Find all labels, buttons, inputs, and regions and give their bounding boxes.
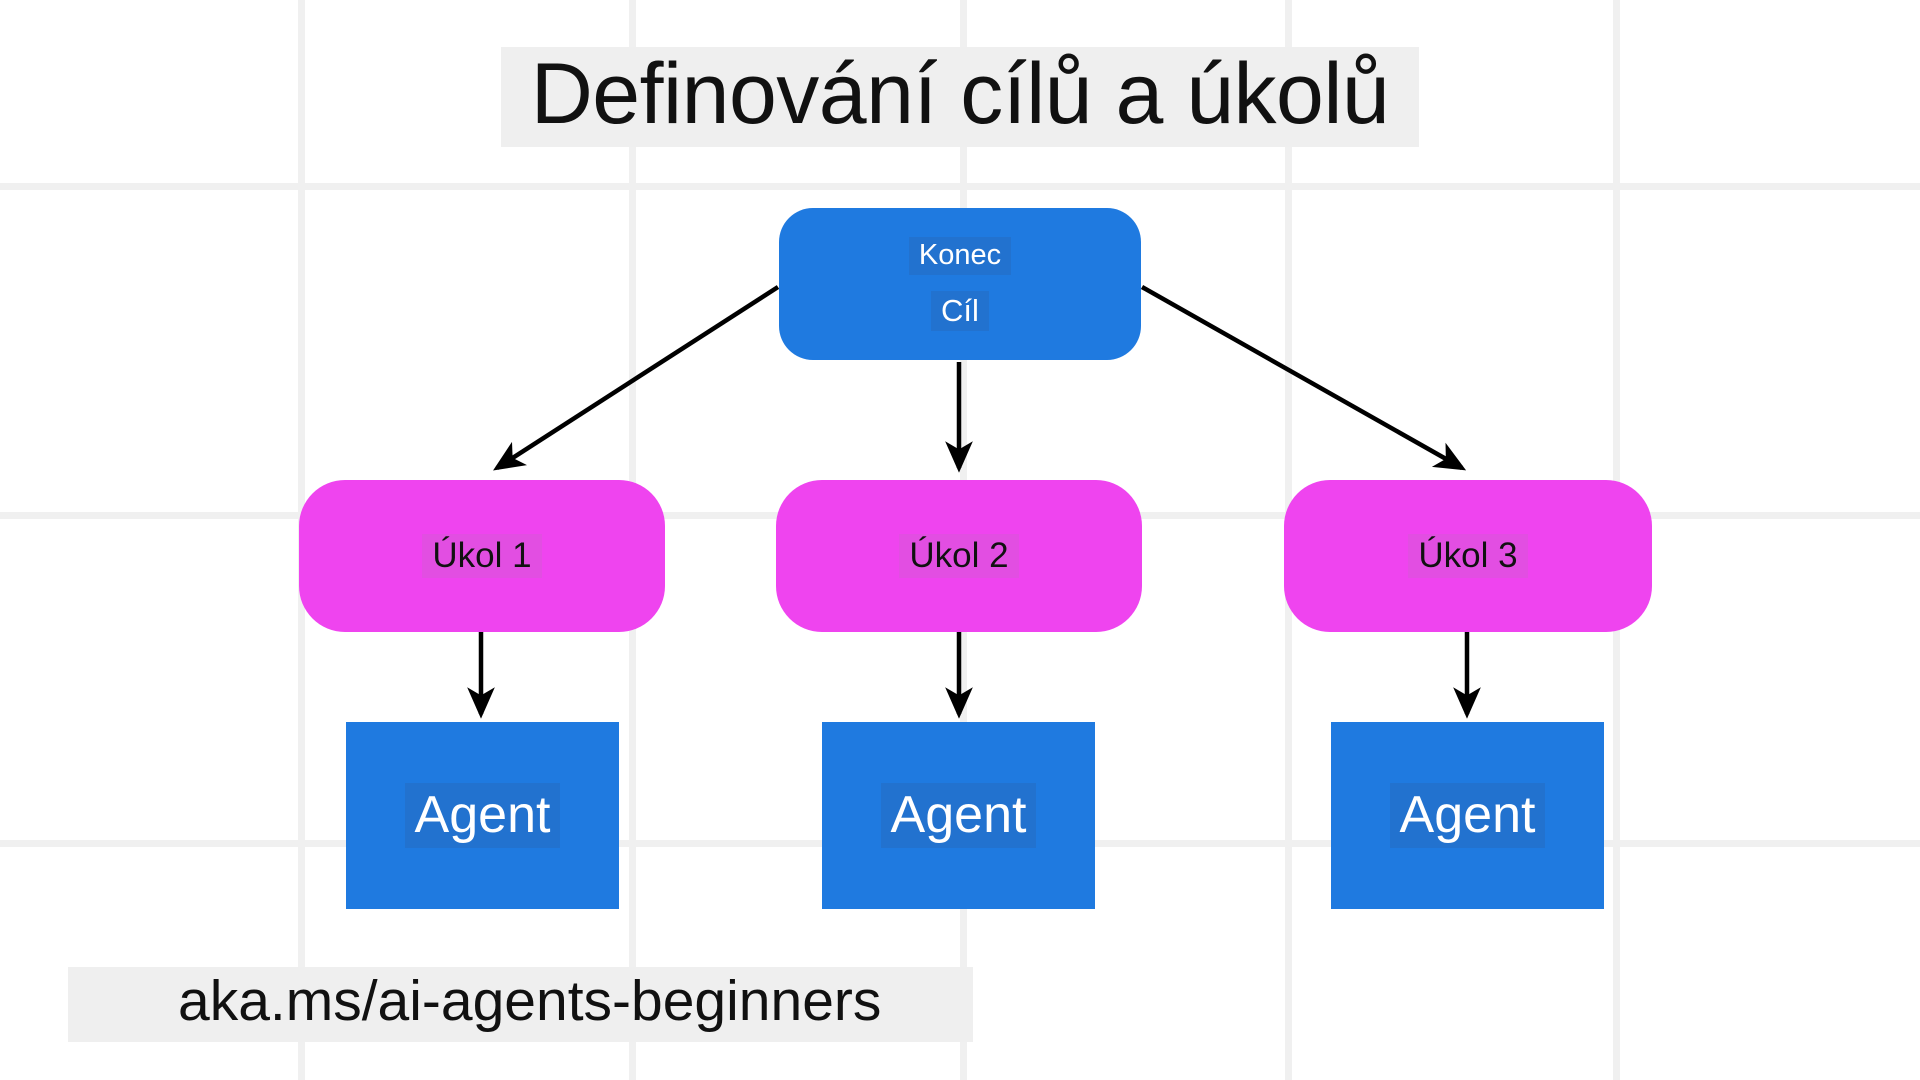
node-task-3-label: Úkol 3 <box>1408 533 1528 579</box>
footer-highlight: aka.ms/ai-agents-beginners <box>68 966 974 1042</box>
node-agent-2-label: Agent <box>880 782 1037 849</box>
node-task-1[interactable]: Úkol 1 <box>299 480 665 632</box>
node-task-2-label: Úkol 2 <box>899 533 1019 579</box>
grid-line-horizontal <box>0 183 1920 190</box>
edge-goal-to-task-3 <box>1140 285 1467 471</box>
edge-goal-to-task-1 <box>493 285 780 471</box>
node-task-1-label: Úkol 1 <box>422 533 542 579</box>
title-text: Definování cílů a úkolů <box>530 46 1390 142</box>
title-highlight: Definování cílů a úkolů <box>500 46 1420 147</box>
node-goal-label-line2: Cíl <box>931 290 989 331</box>
footer-link[interactable]: aka.ms/ai-agents-beginners <box>68 965 974 1043</box>
footer-link-text: aka.ms/ai-agents-beginners <box>178 968 882 1033</box>
slide-title: Definování cílů a úkolů <box>330 44 1590 150</box>
node-agent-1[interactable]: Agent <box>346 722 619 909</box>
node-agent-3[interactable]: Agent <box>1331 722 1604 909</box>
node-agent-2[interactable]: Agent <box>822 722 1095 909</box>
node-goal[interactable]: Konec Cíl <box>779 208 1141 360</box>
node-goal-label-line1: Konec <box>908 237 1012 275</box>
node-task-3[interactable]: Úkol 3 <box>1284 480 1652 632</box>
node-agent-1-label: Agent <box>404 782 561 849</box>
node-agent-3-label: Agent <box>1389 782 1546 849</box>
node-task-2[interactable]: Úkol 2 <box>776 480 1142 632</box>
